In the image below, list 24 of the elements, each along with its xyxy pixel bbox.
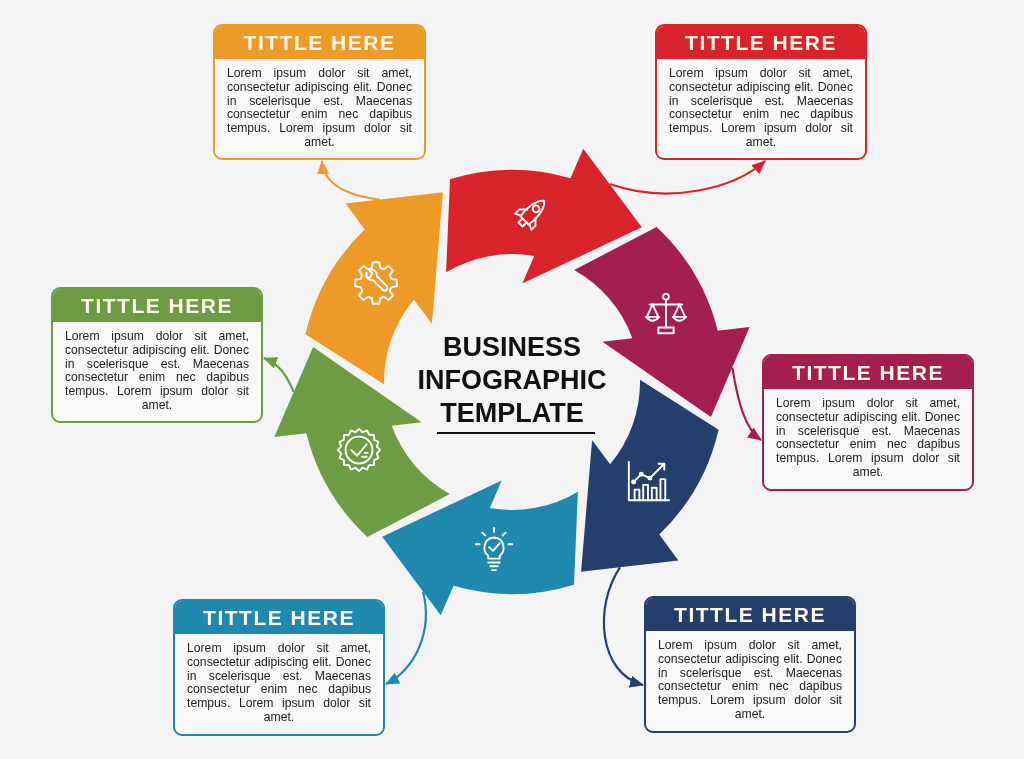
connector-arrow xyxy=(385,591,427,685)
diagram-title: BUSINESS INFOGRAPHIC TEMPLATE xyxy=(416,331,608,430)
text-card xyxy=(51,287,263,423)
card-heading: TITTLE HERE xyxy=(175,601,383,634)
card-heading: TITTLE HERE xyxy=(764,356,972,389)
card-heading: TITTLE HERE xyxy=(646,598,854,631)
card-text: Lorem ipsum dolor sit amet, consectetur adipiscing elit. Donec in scelerisque est. Maecenas consectetur enim nec dapibus tempus. Lorem ipsum dolor sit amet. xyxy=(64,328,250,413)
card-heading: TITTLE HERE xyxy=(215,26,424,59)
text-card xyxy=(213,24,426,160)
card-heading: TITTLE HERE xyxy=(657,26,865,59)
card-heading: TITTLE HERE xyxy=(53,289,261,322)
text-card xyxy=(173,599,385,736)
card-text: Lorem ipsum dolor sit amet, consectetur adipiscing elit. Donec in scelerisque est. Maecenas consectetur enim nec dapibus tempus. Lorem ipsum dolor sit amet. xyxy=(775,395,961,480)
connector-arrow xyxy=(263,357,295,393)
text-card xyxy=(655,24,867,160)
connector-arrow xyxy=(602,566,644,687)
card-text: Lorem ipsum dolor sit amet, consectetur adipiscing elit. Donec in scelerisque est. Maecenas consectetur enim nec dapibus tempus. Lorem ipsum dolor sit amet. xyxy=(186,640,372,725)
card-text: Lorem ipsum dolor sit amet, consectetur adipiscing elit. Donec in scelerisque est. Maecenas consectetur enim nec dapibus tempus. Lorem ipsum dolor sit amet. xyxy=(668,65,854,150)
connector-arrow xyxy=(609,160,766,195)
card-text: Lorem ipsum dolor sit amet, consectetur adipiscing elit. Donec in scelerisque est. Maecenas consectetur enim nec dapibus tempus. Lorem ipsum dolor sit amet. xyxy=(226,65,413,150)
card-text: Lorem ipsum dolor sit amet, consectetur adipiscing elit. Donec in scelerisque est. Maecenas consectetur enim nec dapibus tempus. Lorem ipsum dolor sit amet. xyxy=(657,637,843,722)
connector-arrow xyxy=(731,367,762,441)
text-card xyxy=(762,354,974,491)
text-card xyxy=(644,596,856,733)
